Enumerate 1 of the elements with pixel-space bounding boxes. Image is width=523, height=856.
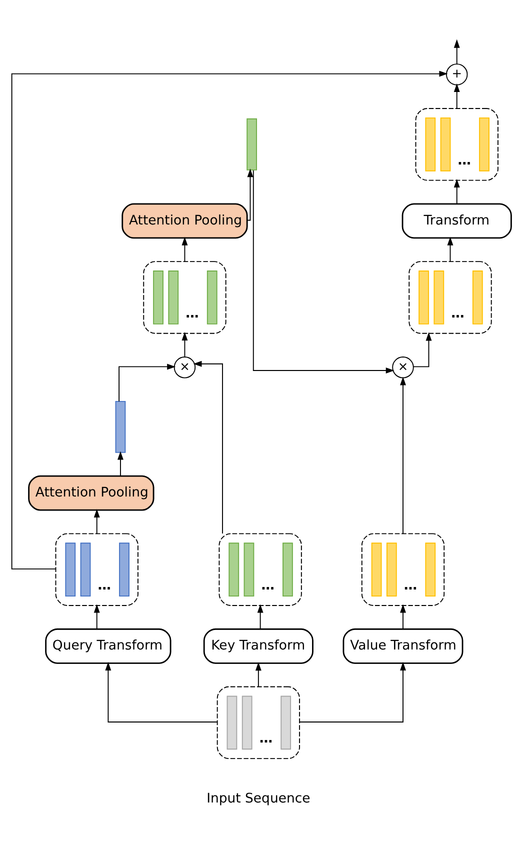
node-label: Input Sequence xyxy=(206,792,310,807)
